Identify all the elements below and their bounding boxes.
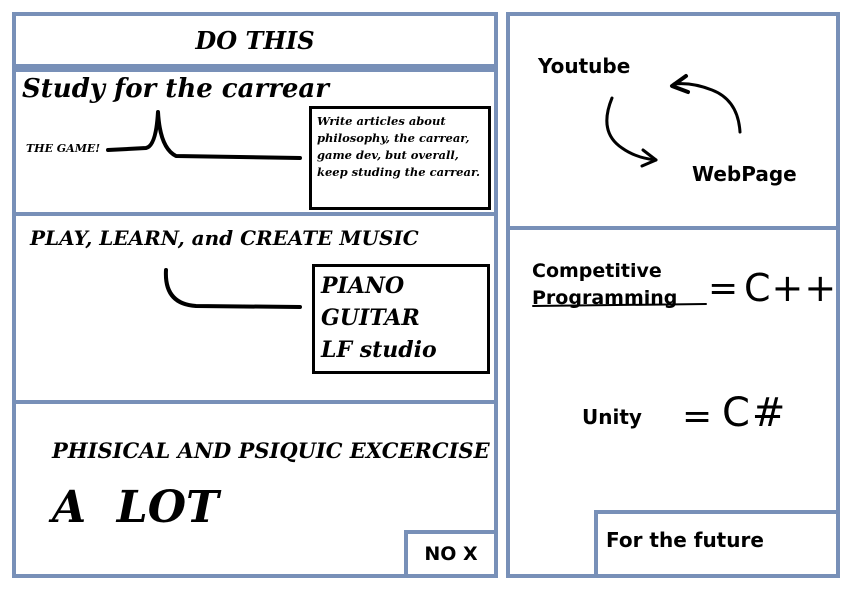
- header-title: DO THIS: [195, 26, 315, 55]
- competitive-programming-line2: Programming: [532, 287, 678, 309]
- competitive-programming-label: Competitive Programming: [532, 258, 677, 312]
- header-panel: DO THIS: [12, 12, 498, 68]
- unity-label: Unity: [582, 405, 642, 429]
- music-item-guitar: GUITAR: [321, 305, 420, 331]
- future-label: For the future: [606, 528, 764, 552]
- no-x-badge: NO X: [404, 530, 498, 578]
- music-items-box: PIANO GUITAR LF studio: [312, 264, 490, 374]
- flow-source: Youtube: [538, 54, 631, 78]
- study-panel: Study for the carrear THE GAME! Write ar…: [12, 68, 498, 216]
- music-panel: PLAY, LEARN, and CREATE MUSIC PIANO GUIT…: [12, 212, 498, 404]
- music-item-piano: PIANO: [321, 273, 405, 299]
- music-title: PLAY, LEARN, and CREATE MUSIC: [30, 226, 419, 250]
- cpp-equals-sign: =: [708, 268, 739, 309]
- csharp-equals-sign: =: [682, 396, 713, 437]
- music-item-lf-studio: LF studio: [321, 337, 437, 363]
- study-title: Study for the carrear: [22, 74, 329, 104]
- future-panel: For the future: [594, 510, 840, 578]
- flow-panel: Youtube WebPage: [506, 12, 840, 230]
- exercise-panel: PHISICAL AND PSIQUIC EXCERCISE A LOT: [12, 400, 498, 578]
- study-branch-label: THE GAME!: [26, 142, 101, 155]
- exercise-amount: A LOT: [52, 482, 219, 533]
- study-note-text: Write articles about philosophy, the car…: [317, 114, 480, 179]
- study-note-box: Write articles about philosophy, the car…: [309, 106, 491, 210]
- flow-target: WebPage: [692, 162, 797, 186]
- cpp-language-label: C++: [744, 266, 838, 310]
- competitive-programming-line1: Competitive: [532, 260, 662, 282]
- no-x-label: NO X: [424, 543, 478, 565]
- exercise-title: PHISICAL AND PSIQUIC EXCERCISE: [52, 438, 490, 463]
- csharp-language-label: C#: [722, 390, 788, 436]
